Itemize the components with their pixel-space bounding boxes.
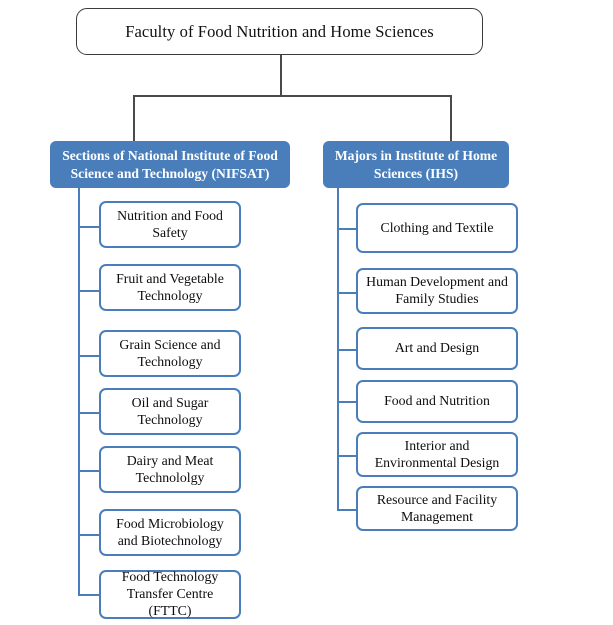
group-header-ihs: Majors in Institute of Home Sciences (IH… <box>323 141 509 188</box>
connector-stub-nifsat-1 <box>78 226 99 229</box>
connector-spine-nifsat <box>78 188 81 596</box>
connector-stub-nifsat-4 <box>78 412 99 415</box>
connector-drop-ihs <box>450 95 452 141</box>
leaf-nifsat-6: Food Microbiology and Biotechnology <box>99 509 241 556</box>
connector-stub-ihs-3 <box>337 349 356 352</box>
leaf-ihs-2: Human Development and Family Studies <box>356 268 518 314</box>
leaf-ihs-3: Art and Design <box>356 327 518 370</box>
connector-stub-ihs-4 <box>337 401 356 404</box>
connector-stub-ihs-1 <box>337 228 356 231</box>
leaf-ihs-5: Interior and Environmental Design <box>356 432 518 477</box>
leaf-nifsat-3: Grain Science and Technology <box>99 330 241 377</box>
leaf-nifsat-2: Fruit and Vegetable Technology <box>99 264 241 311</box>
root-node-faculty: Faculty of Food Nutrition and Home Scien… <box>76 8 483 55</box>
connector-stub-nifsat-3 <box>78 355 99 358</box>
connector-drop-nifsat <box>133 95 135 141</box>
leaf-nifsat-4: Oil and Sugar Technology <box>99 388 241 435</box>
connector-root-bar <box>133 95 452 97</box>
leaf-nifsat-7: Food Technology Transfer Centre (FTTC) <box>99 569 241 619</box>
group-header-nifsat: Sections of National Institute of Food S… <box>50 141 290 188</box>
connector-root-stem <box>280 55 282 96</box>
leaf-ihs-1: Clothing and Textile <box>356 203 518 253</box>
leaf-ihs-4: Food and Nutrition <box>356 380 518 423</box>
leaf-nifsat-5: Dairy and Meat Technololgy <box>99 446 241 493</box>
leaf-ihs-6: Resource and Facility Management <box>356 486 518 531</box>
leaf-nifsat-1: Nutrition and Food Safety <box>99 201 241 248</box>
connector-stub-nifsat-6 <box>78 534 99 537</box>
connector-stub-nifsat-7 <box>78 594 99 597</box>
connector-stub-ihs-5 <box>337 455 356 458</box>
connector-stub-ihs-6 <box>337 509 356 512</box>
connector-stub-nifsat-2 <box>78 290 99 293</box>
connector-stub-ihs-2 <box>337 292 356 295</box>
connector-stub-nifsat-5 <box>78 470 99 473</box>
